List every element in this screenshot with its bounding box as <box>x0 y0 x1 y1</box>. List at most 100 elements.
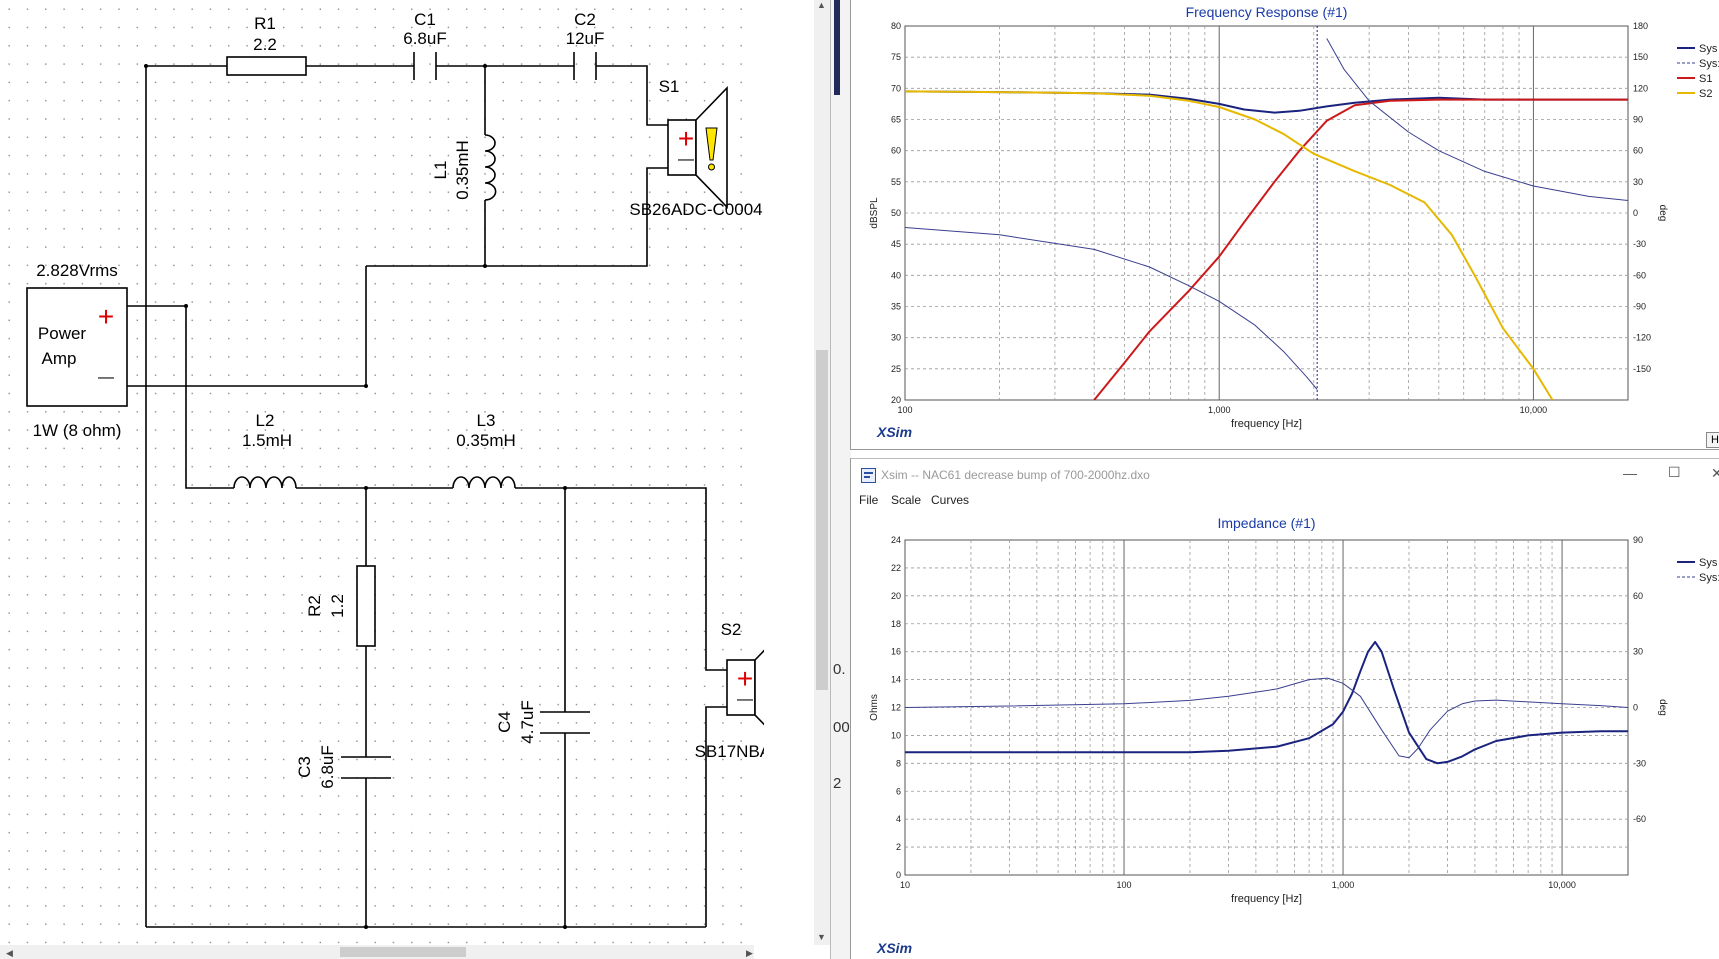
y-tick-label: 30 <box>891 333 901 343</box>
s1-plus: + <box>678 123 694 154</box>
l2-value: 1.5mH <box>242 431 292 450</box>
power-amp[interactable] <box>26 287 128 407</box>
series-line-sys <box>905 640 1628 765</box>
s2-plus: + <box>737 663 753 694</box>
series-line-sys3 <box>905 677 1628 759</box>
l2-label: L2 <box>256 411 275 430</box>
chart-title: Impedance (#1) <box>1217 515 1315 531</box>
y2-tick-label: 0 <box>1633 703 1638 713</box>
y2-tick-label: -30 <box>1633 758 1646 768</box>
scroll-up-icon[interactable]: ▲ <box>817 0 826 10</box>
l3-label: L3 <box>477 411 496 430</box>
y2-tick-label: 90 <box>1633 535 1643 545</box>
series-line-sys3 <box>905 38 1628 390</box>
y-tick-label: 20 <box>891 395 901 405</box>
c1-capacitor[interactable] <box>413 52 437 80</box>
y2-axis-label: deg <box>1657 205 1668 222</box>
schematic-vscroll-thumb[interactable] <box>816 350 828 690</box>
y-tick-label: 45 <box>891 239 901 249</box>
menu-scale[interactable]: Scale <box>891 493 922 507</box>
x-tick-label: 1,000 <box>1208 405 1231 415</box>
x-axis-label: frequency [Hz] <box>1231 893 1302 905</box>
amp-voltage: 2.828Vrms <box>36 261 118 280</box>
xsim-logo: XSim <box>877 424 913 440</box>
c1-value: 6.8uF <box>403 29 446 48</box>
y-tick-label: 65 <box>891 115 901 125</box>
legend-label: Sys: <box>1699 572 1719 584</box>
y-tick-label: 0 <box>896 870 901 880</box>
l3-inductor[interactable] <box>452 476 516 489</box>
c3-capacitor[interactable] <box>341 756 391 779</box>
l1-inductor[interactable] <box>484 134 497 201</box>
s1-minus: — <box>678 151 694 168</box>
minimize-button[interactable]: — <box>1623 465 1637 481</box>
c4-capacitor[interactable] <box>540 711 590 734</box>
x-tick-label: 10,000 <box>1520 405 1548 415</box>
y-tick-label: 35 <box>891 302 901 312</box>
xsim-logo: XSim <box>877 940 913 956</box>
fr-corner-button[interactable]: H <box>1706 432 1719 448</box>
r2-value: 1.2 <box>328 594 347 618</box>
r2-resistor[interactable] <box>356 565 376 647</box>
l2-inductor[interactable] <box>233 476 297 489</box>
c3-value: 6.8uF <box>318 745 337 788</box>
y2-tick-label: -30 <box>1633 239 1646 249</box>
y-tick-label: 14 <box>891 675 901 685</box>
c2-label: C2 <box>574 10 596 29</box>
s1-warning-icon <box>705 127 718 161</box>
c2-value: 12uF <box>566 29 605 48</box>
y-tick-label: 2 <box>896 842 901 852</box>
app-icon <box>861 468 876 483</box>
y2-tick-label: -120 <box>1633 333 1651 343</box>
schematic-canvas[interactable]: R1 2.2 C1 6.8uF C2 12uF L1 0.35mH + — S1… <box>0 0 764 959</box>
r1-value: 2.2 <box>253 35 277 54</box>
y-tick-label: 16 <box>891 647 901 657</box>
y-tick-label: 70 <box>891 83 901 93</box>
y-tick-label: 20 <box>891 591 901 601</box>
c4-label: C4 <box>495 711 514 733</box>
series-line-s1 <box>1093 98 1628 400</box>
y2-tick-label: -60 <box>1633 270 1646 280</box>
background-text-3: 2 <box>833 775 842 792</box>
background-text-2: 00 <box>833 719 850 736</box>
window-title: Xsim -- NAC61 decrease bump of 700-2000h… <box>881 468 1150 482</box>
menu-bar: File Scale Curves <box>851 489 1719 511</box>
series-line-s2 <box>905 90 1554 400</box>
junction-dots <box>144 64 567 929</box>
close-button[interactable]: ✕ <box>1711 465 1719 481</box>
s1-speaker[interactable]: + — <box>667 86 728 209</box>
y2-tick-label: 180 <box>1633 21 1648 31</box>
y2-tick-label: 30 <box>1633 177 1643 187</box>
scroll-right-icon[interactable]: ▶ <box>746 948 753 958</box>
amp-plus: + <box>98 301 114 332</box>
s2-speaker[interactable]: + — <box>726 628 764 747</box>
y2-tick-label: 90 <box>1633 115 1643 125</box>
schematic-hscroll-thumb[interactable] <box>340 947 466 957</box>
y2-tick-label: 30 <box>1633 647 1643 657</box>
menu-curves[interactable]: Curves <box>931 493 970 507</box>
amp-minus: — <box>98 369 114 386</box>
y-tick-label: 40 <box>891 270 901 280</box>
maximize-button[interactable]: ☐ <box>1668 464 1681 480</box>
x-axis-label: frequency [Hz] <box>1231 418 1302 430</box>
r1-label: R1 <box>254 14 276 33</box>
y2-tick-label: 60 <box>1633 591 1643 601</box>
legend-label: Sys: <box>1699 58 1719 70</box>
amp-label-line1: Power <box>38 324 87 343</box>
menu-file[interactable]: File <box>859 493 879 507</box>
r1-resistor[interactable] <box>226 56 307 76</box>
background-window: 0. 00 2 <box>830 0 851 959</box>
c2-capacitor[interactable] <box>573 52 597 80</box>
impedance-titlebar[interactable]: Xsim -- NAC61 decrease bump of 700-2000h… <box>851 459 1719 489</box>
s1-model: SB26ADC-C0004 <box>629 200 762 219</box>
legend-label: S1 <box>1699 73 1712 85</box>
schematic-grid <box>0 0 754 945</box>
y-tick-label: 6 <box>896 786 901 796</box>
scroll-left-icon[interactable]: ◀ <box>6 948 13 958</box>
background-window-dark-bar <box>834 0 840 95</box>
c1-label: C1 <box>414 10 436 29</box>
y-tick-label: 10 <box>891 730 901 740</box>
scroll-down-icon[interactable]: ▼ <box>817 932 826 942</box>
frequency-response-chart[interactable]: 20253035404550556065707580-150-120-90-60… <box>851 0 1719 449</box>
